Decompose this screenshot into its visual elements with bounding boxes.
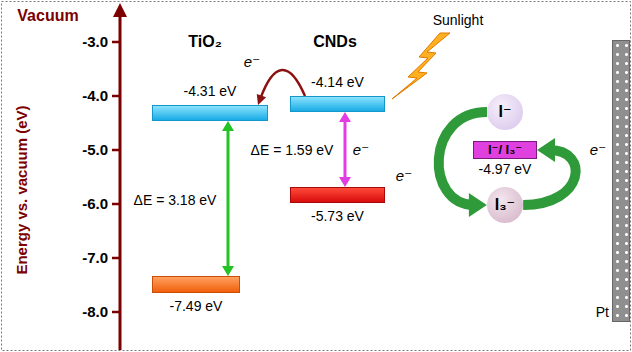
iodide-circle: I⁻ bbox=[487, 94, 523, 130]
sub-label: -4.97 eV bbox=[479, 161, 532, 178]
tick-label: -4.0 bbox=[82, 87, 108, 105]
tick-label: -6.0 bbox=[82, 195, 108, 213]
tio2-conduction-band: -4.31 eV bbox=[152, 105, 268, 121]
triiodide-circle: I₃⁻ bbox=[487, 187, 523, 223]
axis-tick bbox=[112, 203, 120, 206]
electron-label: e⁻ bbox=[353, 141, 369, 159]
axis-tick bbox=[112, 257, 120, 260]
value-label: I⁻ bbox=[499, 102, 512, 121]
electron-label: e⁻ bbox=[396, 167, 412, 185]
value-label: Pt bbox=[596, 304, 609, 321]
electron-label: e⁻ bbox=[590, 141, 606, 159]
axis-tick bbox=[112, 311, 120, 314]
cnd-homo-level: -5.73 eV bbox=[290, 187, 385, 203]
axis-top-label: Vacuum bbox=[17, 6, 78, 25]
lightning-bolt bbox=[392, 33, 450, 99]
tick-label: -5.0 bbox=[82, 141, 108, 159]
connector-line bbox=[260, 70, 305, 99]
material-label: CNDs bbox=[313, 32, 357, 51]
gap-label: ΔE = 1.59 eV bbox=[250, 142, 335, 159]
connector bbox=[222, 121, 234, 276]
light-label: Sunlight bbox=[433, 12, 484, 29]
axis-arrowhead bbox=[113, 3, 127, 17]
connector-line bbox=[344, 119, 347, 180]
arrowhead bbox=[222, 266, 234, 276]
value-label: I₃⁻ bbox=[495, 195, 515, 214]
axis-tick bbox=[112, 149, 120, 152]
redox-couple-box: I⁻/ I₃⁻-4.97 eV bbox=[473, 141, 537, 159]
value-label: -7.49 eV bbox=[170, 298, 223, 315]
tio2-valence-band: -7.49 eV bbox=[152, 276, 240, 293]
axis-tick bbox=[112, 95, 120, 98]
value-label: -4.31 eV bbox=[184, 83, 237, 100]
value-label: I⁻/ I₃⁻ bbox=[488, 142, 522, 158]
gap-label: ΔE = 3.18 eV bbox=[133, 192, 218, 209]
energy-axis bbox=[119, 15, 122, 350]
pt-electrode: Pt bbox=[612, 40, 630, 322]
tick-label: -7.0 bbox=[82, 249, 108, 267]
cnd-lumo-level: -4.14 eV bbox=[290, 96, 385, 112]
tick-label: -8.0 bbox=[82, 303, 108, 321]
arrowhead bbox=[339, 177, 351, 187]
arrowhead bbox=[339, 112, 351, 122]
value-label: -5.73 eV bbox=[311, 208, 364, 225]
arrowhead bbox=[222, 121, 234, 131]
axis-tick bbox=[112, 41, 120, 44]
connector bbox=[339, 112, 351, 187]
axis-title: Energy vs. vacuum (eV) bbox=[13, 105, 31, 274]
connector-line bbox=[227, 128, 230, 269]
material-label: TiO₂ bbox=[188, 32, 221, 51]
electron-label: e⁻ bbox=[243, 53, 261, 71]
arrowhead bbox=[257, 94, 266, 105]
arrowhead bbox=[469, 193, 487, 217]
tick-label: -3.0 bbox=[82, 33, 108, 51]
arrowhead bbox=[537, 138, 555, 162]
value-label: -4.14 eV bbox=[311, 74, 364, 91]
